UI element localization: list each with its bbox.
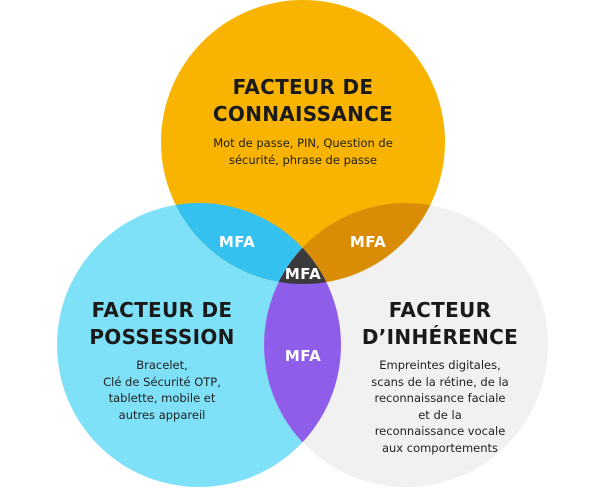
knowledge-description: Mot de passe, PIN, Question de sécurité,… [213, 136, 393, 167]
mfa-label-knowledge-possession: MFA [218, 233, 256, 251]
possession-description: Bracelet, Clé de Sécurité OTP, tablette,… [103, 358, 221, 422]
inherence-description: Empreintes digitales, scans de la rétine… [371, 358, 509, 455]
mfa-label-knowledge-inherence: MFA [349, 233, 387, 251]
knowledge-possession-overlap [161, 203, 341, 284]
mfa-label-center: MFA [284, 265, 322, 283]
knowledge-title: FACTEUR DE CONNAISSANCE [212, 75, 394, 126]
inherence-title: FACTEUR D’INHÉRENCE [361, 298, 519, 349]
possession-title: FACTEUR DE POSSESSION [89, 298, 235, 349]
mfa-label-possession-inherence: MFA [284, 347, 322, 365]
knowledge-inherence-overlap [264, 203, 445, 284]
